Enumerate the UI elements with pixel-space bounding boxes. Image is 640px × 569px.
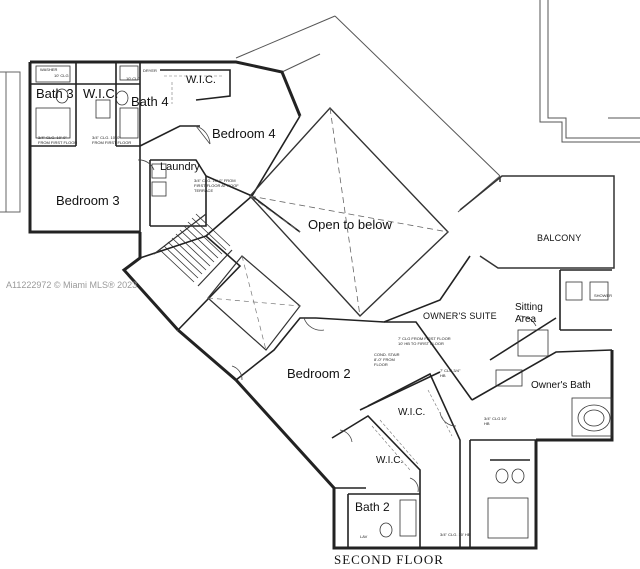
room-label-bath-2: Bath 2 [355,500,390,514]
note-clg-bath2: 3/4" CLG. 10' HB [440,532,471,537]
room-label-bedroom-3: Bedroom 3 [56,193,120,208]
room-label-sitting-area-2: Area [515,314,537,325]
room-label-laundry: Laundry [160,161,200,173]
closet-rods [164,75,453,471]
room-label-wic-bed2: W.I.C. [376,455,404,466]
door-swings [137,125,537,493]
open-to-below-outline [249,106,449,317]
room-label-owners-bath: Owner's Bath [531,380,591,391]
lower-void-diagonals [207,255,301,351]
note-clg-laundry: 3/4" CLG. 10'-0" FROM FIRST FLOOR AT ROO… [194,178,239,193]
note-clg-owner2: 3/4" CLG 10' HB [484,416,507,426]
note-cond: COND. STAIR 8'-0" FROM FLOOR [374,352,400,367]
room-label-open-to-below: Open to below [308,217,392,232]
balcony-outline [459,175,615,269]
mls-watermark: A11222972 © Miami MLS® 2023 [6,280,138,290]
exterior-walls [28,60,614,550]
note-clg-bath4: 3/4" CLG. 10'-0" FROM FIRST FLOOR [92,135,132,145]
room-label-wic-top: W.I.C. [83,86,119,101]
note-clg-b: 10' CLG [126,76,141,81]
room-label-wic-owner: W.I.C. [398,407,426,418]
note-lav: LAV [360,534,368,539]
left-exterior [0,71,21,213]
roof-outline [539,0,640,143]
room-label-wic-upper: W.I.C. [186,74,216,86]
roof-diagonals [235,15,501,213]
room-label-bath-3: Bath 3 [36,86,74,101]
room-label-balcony: BALCONY [537,233,582,243]
note-shower: SHOWER [594,293,612,298]
open-to-below-diagonals [249,107,449,317]
fixtures [35,65,613,539]
staircase [153,213,233,287]
room-label-bedroom-2: Bedroom 2 [287,366,351,381]
room-label-owners-suite: OWNER'S SUITE [423,311,497,321]
note-clg-wic: 7' CLG 3/4" HB [440,368,461,378]
note-washer: WASHER [40,67,58,72]
note-clg-owner: 7' CLG FROM FIRST FLOOR 10' HB TO FIRST … [398,336,451,346]
room-label-sitting-area-1: Sitting [515,302,543,313]
floor-title: SECOND FLOOR [334,552,444,567]
note-clg-a: 10' CLG [54,73,69,78]
note-dryer: DRYER [143,68,157,73]
note-clg-bath3: 3/4" CLG. 10'-0" FROM FIRST FLOOR [38,135,78,145]
room-label-bedroom-4: Bedroom 4 [212,126,276,141]
room-label-bath-4: Bath 4 [131,94,169,109]
